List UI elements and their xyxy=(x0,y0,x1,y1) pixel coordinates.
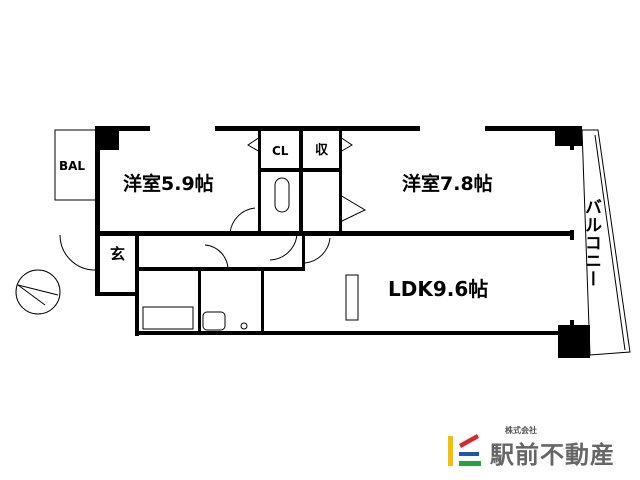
room-label-western-2: 洋室7.8帖 xyxy=(402,173,493,195)
walls xyxy=(95,126,590,358)
room-label-balcony: バルコニー xyxy=(581,198,601,288)
room-label-storage: 収 xyxy=(315,143,329,158)
washbasin xyxy=(202,311,226,331)
toilet xyxy=(274,177,290,213)
company-logo: 株式会社 駅前不動産 xyxy=(445,426,635,476)
bathtub xyxy=(142,306,194,330)
logo-company-type: 株式会社 xyxy=(505,426,537,435)
room-label-bal: BAL xyxy=(59,159,86,173)
room-label-ldk: LDK9.6帖 xyxy=(388,277,489,301)
logo-mark-icon xyxy=(448,434,481,466)
room-label-entrance: 玄 xyxy=(110,245,126,263)
balcony-outline xyxy=(581,129,631,356)
kitchen-counter xyxy=(345,274,359,321)
compass-icon xyxy=(15,269,61,315)
room-label-closet: CL xyxy=(272,144,289,158)
logo-company-name: 駅前不動産 xyxy=(490,441,615,469)
room-label-western-1: 洋室5.9帖 xyxy=(123,173,214,195)
